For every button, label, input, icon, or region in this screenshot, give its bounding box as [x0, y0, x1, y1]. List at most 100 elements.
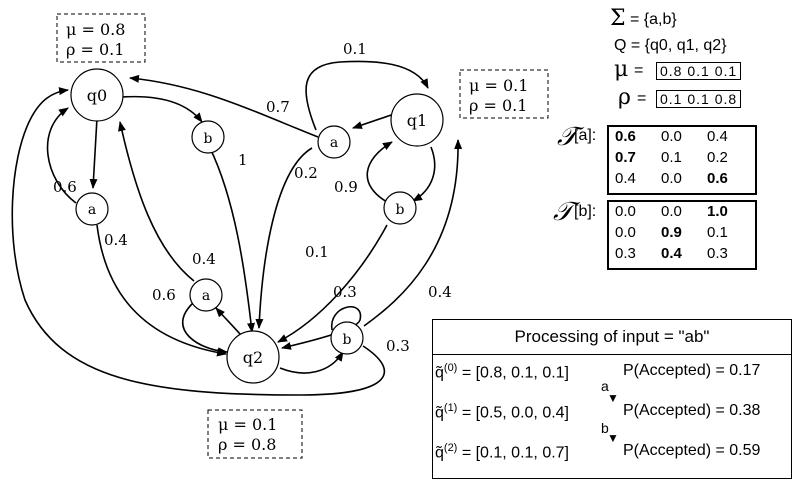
processing-panel: Processing of input = "ab" q̃(0) = [0.8,… — [432, 319, 792, 479]
node-q1-b — [383, 191, 417, 225]
down-arrow-icon: ▼ — [607, 391, 619, 405]
node-q2-b-label: b — [343, 332, 352, 348]
down-arrow-icon: ▼ — [607, 431, 619, 445]
rho-symbol: ρ — [618, 85, 631, 110]
p-accepted-2: P(Accepted) = 0.59 — [623, 442, 761, 459]
rho-vector: 0.1 0.1 0.8 — [656, 90, 742, 108]
Ta-row: 0.4 0.0 0.6 — [609, 168, 747, 189]
mu-equals: = — [634, 62, 643, 79]
edges — [11, 60, 463, 396]
node-q2-a-label: a — [202, 288, 210, 304]
sigma-def: = {a,b} — [630, 11, 677, 28]
label-q2b-q1: 0.4 — [428, 283, 452, 301]
Tb-cell: 0.9 — [661, 224, 682, 241]
state-q1 — [390, 93, 444, 147]
Tb-row: 0.3 0.4 0.3 — [609, 243, 747, 264]
edge-q1-to-q1b — [412, 146, 436, 202]
Tb-cell: 0.3 — [707, 245, 728, 262]
node-q1-b-label: b — [396, 202, 405, 218]
edge-q1a-to-q2 — [255, 147, 313, 329]
mu-vector: 0.8 0.1 0.1 — [656, 62, 742, 80]
edge-a-to-q2 — [96, 224, 227, 357]
Tb-row: 0.0 0.0 1.0 — [609, 201, 747, 222]
Ta-cell: 0.6 — [615, 128, 636, 145]
edge-b-to-q2 — [209, 147, 255, 333]
node-q2-a — [189, 278, 223, 312]
transition-symbol-a: a — [601, 378, 609, 394]
transition-symbol-b: b — [601, 420, 609, 436]
p-accepted-1: P(Accepted) = 0.38 — [623, 402, 761, 419]
Ta-cell: 0.4 — [707, 128, 728, 145]
Ta-cell: 0.1 — [661, 149, 682, 166]
q1-rho: ρ = 0.1 — [469, 96, 527, 115]
node-q0-b — [191, 120, 225, 154]
label-q0b-q2: 1 — [238, 151, 248, 169]
edge-q1a-to-q1 — [305, 60, 429, 131]
edge-q2-to-q2b — [279, 351, 344, 374]
q-tilde-2-vector: = [0.1, 0.1, 0.7] — [461, 444, 569, 462]
Ta-cell: 0.0 — [661, 128, 682, 145]
q2-annotation-box — [207, 409, 303, 459]
q-tilde-0-vector: = [0.8, 0.1, 0.1] — [461, 364, 569, 382]
node-q1-a — [317, 125, 351, 159]
label-q1a-q1: 0.1 — [343, 40, 367, 58]
edge-q2-to-q2a — [215, 307, 241, 335]
node-q0-b-label: b — [204, 131, 213, 147]
Tb-cell: 0.4 — [661, 245, 682, 262]
edge-q1b-to-q1 — [366, 141, 393, 203]
Ta-cell: 0.0 — [661, 170, 682, 187]
Ta-cell: 0.7 — [615, 149, 636, 166]
state-annotations: μ = 0.8 ρ = 0.1 μ = 0.1 ρ = 0.1 μ = 0.1 … — [56, 13, 549, 459]
state-q0-label: q0 — [87, 86, 107, 105]
edge-a-to-q0 — [46, 107, 77, 204]
label-q1b-q1: 0.9 — [334, 178, 358, 196]
Tb-matrix: 0.0 0.0 1.0 0.0 0.9 0.1 0.3 0.4 0.3 — [609, 201, 747, 264]
label-q1a-q2: 0.2 — [294, 164, 318, 182]
nodes: q0 q1 q2 a b a b a b — [70, 68, 444, 384]
state-q1-label: q1 — [407, 111, 427, 130]
label-q1a-q0: 0.7 — [266, 98, 290, 116]
q0-mu: μ = 0.8 — [66, 20, 125, 39]
Tb-label: [b]: — [574, 203, 597, 220]
Tb-cell: 0.1 — [707, 224, 728, 241]
q2-mu: μ = 0.1 — [218, 415, 277, 434]
label-q2b-q0: 0.3 — [386, 337, 410, 355]
state-q2 — [226, 330, 280, 384]
Tb-cell: 1.0 — [707, 203, 728, 220]
node-q2-b — [330, 321, 364, 355]
label-q0a-q2: 0.4 — [104, 231, 128, 249]
q-tilde-1-vector: = [0.5, 0.0, 0.4] — [461, 404, 569, 422]
Ta-matrix: 0.6 0.0 0.4 0.7 0.1 0.2 0.4 0.0 0.6 — [609, 126, 747, 189]
edge-labels: 0.6 0.4 1 0.7 0.2 0.1 0.9 0.1 0.4 0.6 0.… — [53, 40, 452, 355]
edge-q2b-to-q2 — [281, 306, 362, 350]
edge-q1b-to-q2 — [277, 224, 388, 343]
q2-rho: ρ = 0.8 — [218, 435, 276, 454]
label-q0a-self: 0.6 — [53, 178, 77, 196]
q1-mu: μ = 0.1 — [469, 76, 528, 95]
edge-q2b-to-q0 — [11, 87, 386, 396]
Tb-row: 0.0 0.9 0.1 — [609, 222, 747, 243]
q-tilde-2: q̃(2) = [0.1, 0.1, 0.7] — [435, 442, 569, 462]
edge-q0-to-b — [121, 95, 203, 123]
q0-rho: ρ = 0.1 — [66, 40, 124, 59]
q-def: Q = {q0, q1, q2} — [614, 37, 727, 54]
Tb-cell: 0.0 — [615, 224, 636, 241]
edge-q2a-to-q2 — [181, 302, 228, 356]
state-q0 — [70, 68, 124, 122]
rho-equals: = — [637, 90, 646, 107]
edge-q2a-to-q0 — [118, 121, 195, 282]
edge-q0-to-a — [89, 117, 98, 189]
label-q2b-q2: 0.3 — [333, 283, 357, 301]
Ta-row: 0.6 0.0 0.4 — [609, 126, 747, 147]
Tb-cell: 0.0 — [661, 203, 682, 220]
Tb-cell: 0.0 — [615, 203, 636, 220]
node-q0-a-label: a — [88, 202, 96, 218]
Ta-label: [a]: — [574, 127, 597, 144]
sigma-symbol: Σ — [610, 6, 626, 31]
Ta-cell: 0.2 — [707, 149, 728, 166]
label-q2a-q0: 0.4 — [192, 250, 216, 268]
p-accepted-0: P(Accepted) = 0.17 — [623, 362, 761, 379]
q-tilde-0: q̃(0) = [0.8, 0.1, 0.1] — [435, 362, 569, 382]
Ta-cell: 0.4 — [615, 170, 636, 187]
